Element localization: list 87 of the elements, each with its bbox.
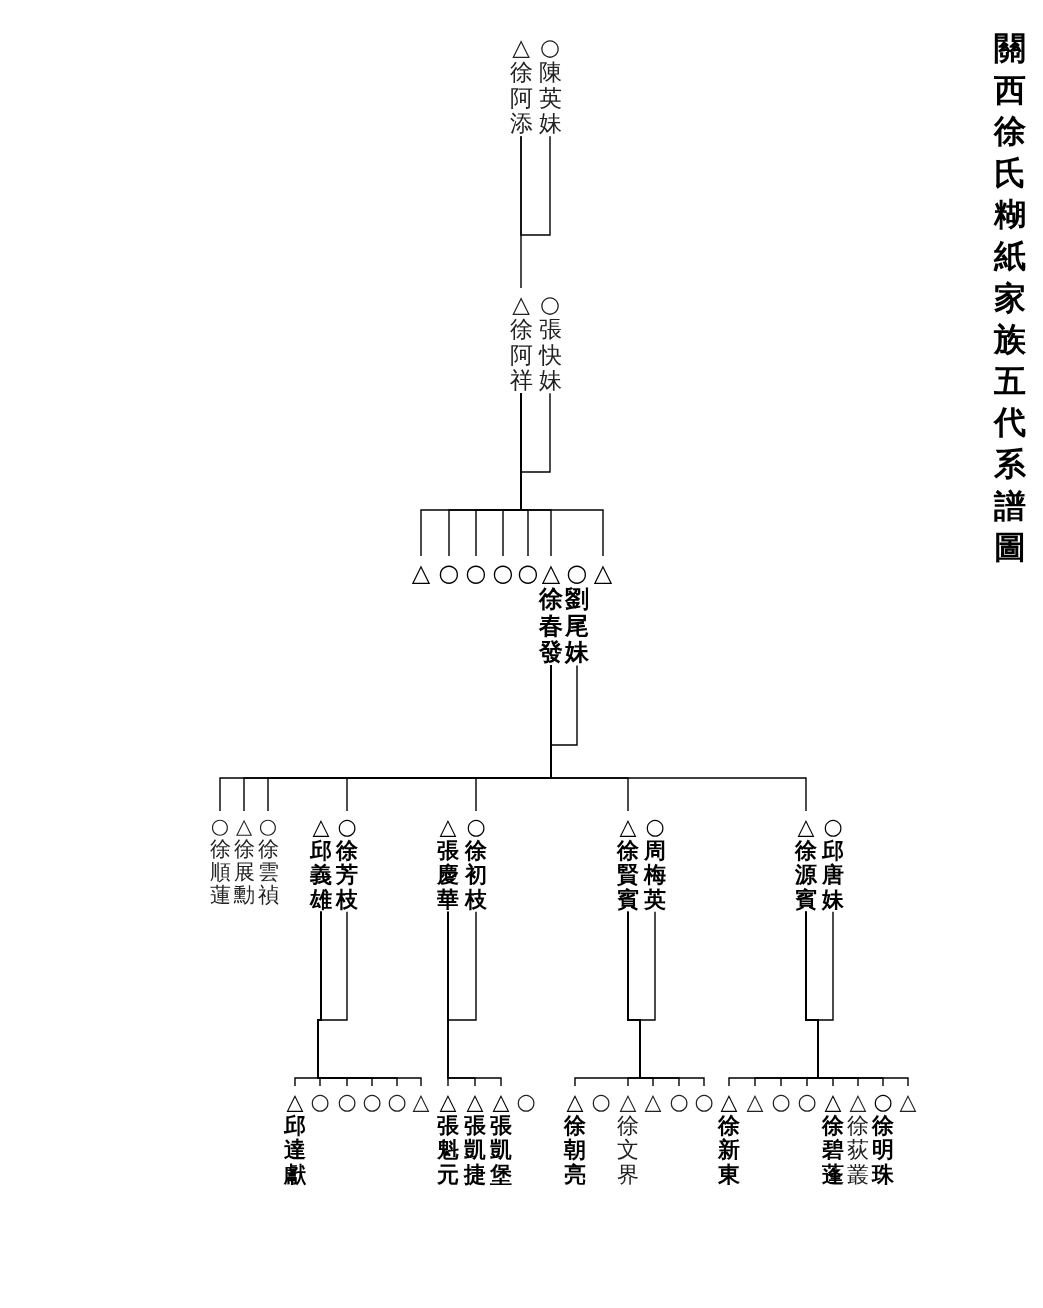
descent-line [627, 911, 705, 1087]
gender-symbol: △ [411, 1090, 431, 1115]
person-name: 徐春發 [539, 586, 563, 666]
person-name: 徐芳枝 [336, 839, 358, 912]
gender-symbol: ○ [644, 815, 666, 840]
gender-symbol: △ [719, 1090, 739, 1114]
gender-symbol: △ [848, 1090, 868, 1115]
gender-symbol: △ [234, 815, 254, 839]
person-name: 徐朝亮 [564, 1114, 586, 1187]
marriage-line [320, 911, 348, 1021]
gender-symbol: ○ [538, 35, 562, 61]
gender-symbol: ○ [336, 1090, 358, 1115]
person-name: 邱義雄 [310, 839, 332, 912]
gender-symbol: ○ [538, 292, 562, 318]
gender-symbol: △ [745, 1090, 765, 1115]
gender-symbol: △ [438, 815, 458, 840]
marriage-line [550, 664, 578, 746]
person-name: 徐碧蓬 [822, 1114, 844, 1187]
gender-symbol: △ [465, 1090, 485, 1115]
title: 關西徐氏糊紙家族五代系譜圖 [994, 28, 1026, 569]
person-name: 徐展勳 [233, 838, 255, 908]
gender-symbol: ○ [872, 1090, 894, 1114]
person-name: 徐賢賓 [617, 839, 639, 912]
person-name: 張魁元 [437, 1114, 459, 1187]
gender-symbol: △ [592, 560, 614, 587]
gender-symbol: ○ [565, 560, 589, 587]
gender-symbol: ○ [309, 1090, 331, 1115]
gender-symbol: △ [511, 35, 531, 61]
gender-symbol: ○ [386, 1090, 408, 1115]
descent-line [520, 392, 604, 557]
gender-symbol: ○ [693, 1090, 715, 1115]
gender-symbol: △ [643, 1090, 663, 1115]
person-name: 張慶華 [437, 839, 459, 912]
person-name: 徐文界 [617, 1114, 639, 1187]
marriage-line [520, 135, 551, 236]
gender-symbol: △ [565, 1090, 585, 1114]
gender-symbol: ○ [668, 1090, 690, 1115]
descent-line [447, 911, 502, 1087]
gender-symbol: △ [618, 1090, 638, 1115]
gender-symbol: ○ [437, 560, 461, 587]
gender-symbol: ○ [465, 815, 487, 839]
gender-symbol: ○ [515, 1090, 537, 1115]
marriage-line [447, 911, 477, 1021]
gender-symbol: ○ [796, 1090, 818, 1115]
gender-symbol: △ [438, 1090, 458, 1115]
gender-symbol: ○ [464, 560, 488, 587]
descent-line [805, 911, 909, 1087]
gender-symbol: △ [618, 815, 638, 839]
gender-symbol: △ [823, 1090, 843, 1114]
gender-symbol: ○ [516, 560, 540, 587]
descent-line [317, 911, 422, 1087]
person-name: 陳英妹 [538, 60, 562, 137]
gender-symbol: △ [285, 1090, 305, 1114]
person-name: 徐阿添 [509, 60, 533, 137]
gender-symbol: ○ [590, 1090, 612, 1115]
person-name: 張凱堡 [490, 1114, 512, 1187]
marriage-line [520, 392, 551, 473]
person-name: 徐阿祥 [509, 317, 533, 394]
person-name: 徐順蓮 [209, 838, 231, 908]
person-name: 徐源賓 [795, 839, 817, 912]
person-name: 邱唐妹 [822, 839, 844, 912]
gender-symbol: △ [511, 292, 531, 318]
gender-symbol: ○ [361, 1090, 383, 1115]
person-name: 徐新東 [718, 1114, 740, 1187]
descent-line [550, 664, 807, 812]
gender-symbol: △ [410, 560, 432, 587]
gender-symbol: ○ [822, 815, 844, 839]
person-name: 周梅英 [644, 839, 666, 912]
gender-symbol: ○ [491, 560, 515, 587]
descent-line [520, 135, 522, 289]
gender-symbol: △ [491, 1090, 511, 1115]
person-name: 邱達獻 [284, 1114, 306, 1187]
gender-symbol: △ [898, 1090, 918, 1115]
person-name: 徐明珠 [872, 1114, 894, 1187]
person-name: 張快妹 [538, 317, 562, 394]
gender-symbol: ○ [770, 1090, 792, 1115]
person-name: 徐雲禎 [257, 838, 279, 908]
person-name: 張凱捷 [464, 1114, 486, 1187]
person-name: 徐初枝 [465, 839, 487, 912]
gender-symbol: ○ [257, 815, 279, 839]
gender-symbol: △ [796, 815, 816, 839]
gender-symbol: △ [540, 560, 562, 587]
gender-symbol: ○ [336, 815, 358, 839]
person-name: 劉尾妹 [565, 586, 589, 666]
gender-symbol: ○ [209, 815, 231, 839]
gender-symbol: △ [311, 815, 331, 839]
person-name: 徐荻叢 [847, 1114, 869, 1187]
